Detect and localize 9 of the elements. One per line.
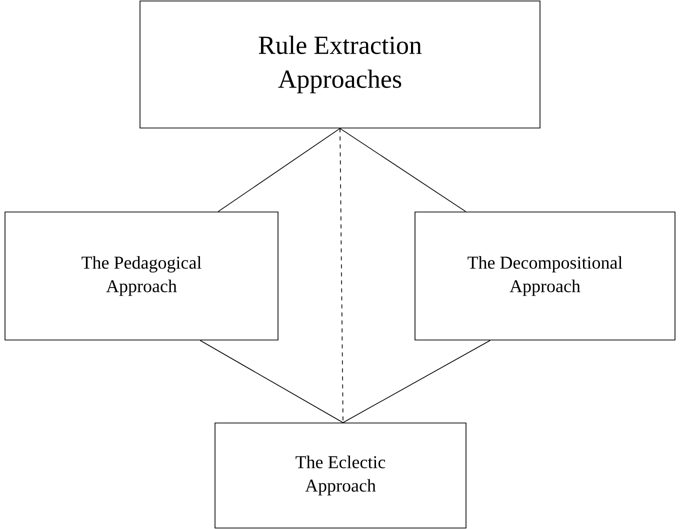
approach-box: The Decompositional Approach: [414, 212, 676, 340]
connector-line: [218, 128, 340, 212]
approach-box: The Pedagogical Approach: [4, 212, 278, 340]
title-box: Rule Extraction Approaches: [140, 0, 540, 128]
connector-line: [340, 128, 466, 212]
connector-line: [340, 128, 344, 423]
connector-line: [342, 340, 491, 423]
connector-line: [200, 340, 344, 423]
approach-box: The Eclectic Approach: [214, 422, 466, 528]
